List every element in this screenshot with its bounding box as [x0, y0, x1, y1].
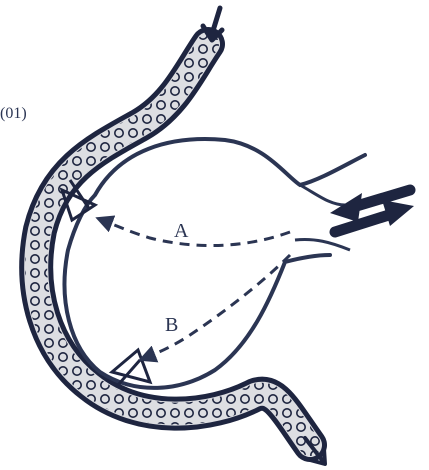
alveolus-sac — [65, 139, 365, 388]
figure-number: (01) — [0, 105, 27, 122]
path-label-a: A — [174, 220, 189, 242]
path-a-arrow — [102, 220, 290, 246]
path-label-b: B — [165, 314, 178, 336]
path-b-arrow — [145, 255, 290, 358]
